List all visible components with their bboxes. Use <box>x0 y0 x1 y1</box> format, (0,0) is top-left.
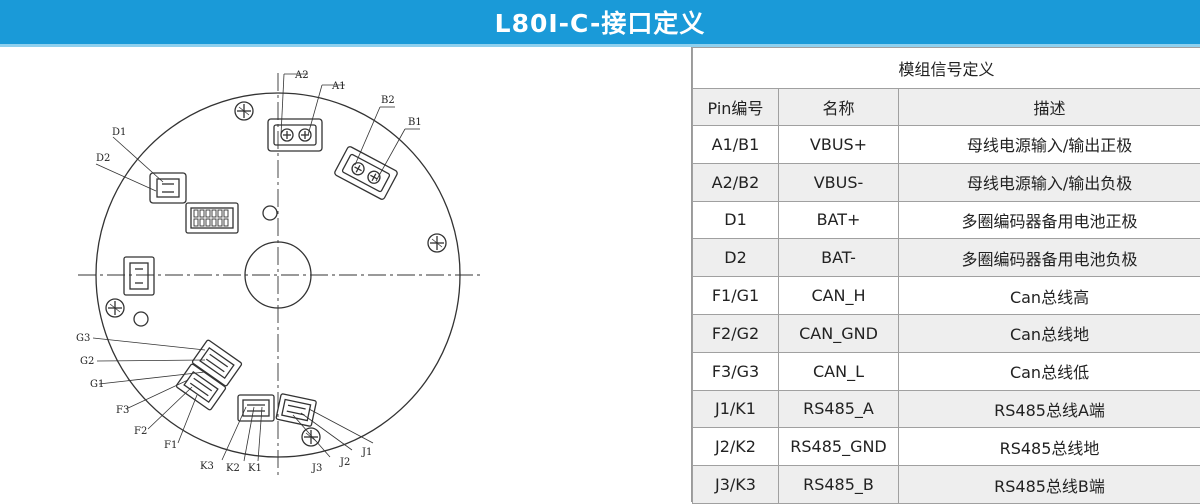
table-row: J2/K2 RS485_GND RS485总线地 <box>693 428 1200 466</box>
small-hole <box>263 206 277 220</box>
page-title: L80I-C-接口定义 <box>495 4 706 40</box>
label-d1: D1 <box>112 127 126 138</box>
signal-name-cell: VBUS- <box>779 163 899 201</box>
connector-diagram-panel: A2 A1 B2 B1 D1 D2 G3 G2 G1 F3 F2 F1 K3 K… <box>0 47 692 502</box>
signal-name-cell: RS485_B <box>779 466 899 504</box>
title-banner: L80I-C-接口定义 <box>0 0 1200 47</box>
pin-cell: A2/B2 <box>693 163 779 201</box>
screw-icon <box>302 428 320 446</box>
connector-k <box>238 395 274 421</box>
table-row: F1/G1 CAN_H Can总线高 <box>693 277 1200 315</box>
signal-name-cell: VBUS+ <box>779 126 899 164</box>
table-row: J1/K1 RS485_A RS485总线A端 <box>693 390 1200 428</box>
screw-icon <box>428 234 446 252</box>
pin-cell: F3/G3 <box>693 352 779 390</box>
pin-cell: A1/B1 <box>693 126 779 164</box>
connector-g <box>192 339 242 386</box>
small-hole <box>134 312 148 326</box>
column-header: 名称 <box>779 89 899 126</box>
label-f1: F1 <box>164 440 177 451</box>
connector-f <box>176 363 226 410</box>
side-connector <box>124 257 154 295</box>
description-cell: RS485总线地 <box>899 428 1200 466</box>
pin-cell: J3/K3 <box>693 466 779 504</box>
pin-cell: D1 <box>693 201 779 239</box>
description-cell: 多圈编码器备用电池负极 <box>899 239 1200 277</box>
label-j2: J2 <box>339 457 350 468</box>
column-header: 描述 <box>899 89 1200 126</box>
description-cell: Can总线地 <box>899 314 1200 352</box>
pin-cell: J1/K1 <box>693 390 779 428</box>
table-row: F2/G2 CAN_GND Can总线地 <box>693 314 1200 352</box>
label-d2: D2 <box>96 153 110 164</box>
label-f3: F3 <box>116 405 129 416</box>
table-row: D2 BAT- 多圈编码器备用电池负极 <box>693 239 1200 277</box>
signal-name-cell: BAT- <box>779 239 899 277</box>
description-cell: 母线电源输入/输出正极 <box>899 126 1200 164</box>
screw-icon <box>235 102 253 120</box>
encoder-header <box>186 203 238 233</box>
signal-definition-table: 模组信号定义 Pin编号 名称 描述 A1/B1 VBUS+ 母线电源输入/输出… <box>692 47 1200 504</box>
table-row: F3/G3 CAN_L Can总线低 <box>693 352 1200 390</box>
column-header: Pin编号 <box>693 89 779 126</box>
pin-cell: F2/G2 <box>693 314 779 352</box>
label-g2: G2 <box>80 356 94 367</box>
description-cell: 多圈编码器备用电池正极 <box>899 201 1200 239</box>
signal-name-cell: CAN_GND <box>779 314 899 352</box>
label-f2: F2 <box>134 426 147 437</box>
label-a2: A2 <box>294 70 309 81</box>
signal-name-cell: RS485_A <box>779 390 899 428</box>
label-g3: G3 <box>76 333 90 344</box>
signal-name-cell: RS485_GND <box>779 428 899 466</box>
description-cell: Can总线低 <box>899 352 1200 390</box>
label-k3: K3 <box>200 461 214 472</box>
table-title: 模组信号定义 <box>693 48 1200 89</box>
label-b1: B1 <box>408 117 422 128</box>
leader-lines <box>93 74 420 461</box>
pin-cell: J2/K2 <box>693 428 779 466</box>
description-cell: 母线电源输入/输出负极 <box>899 163 1200 201</box>
description-cell: RS485总线A端 <box>899 390 1200 428</box>
pin-cell: F1/G1 <box>693 277 779 315</box>
label-j1: J1 <box>361 447 372 458</box>
connector-a <box>268 119 322 151</box>
pin-cell: D2 <box>693 239 779 277</box>
label-b2: B2 <box>381 95 395 106</box>
connector-diagram: A2 A1 B2 B1 D1 D2 G3 G2 G1 F3 F2 F1 K3 K… <box>0 47 690 502</box>
signal-name-cell: BAT+ <box>779 201 899 239</box>
connector-b <box>334 146 398 201</box>
description-cell: RS485总线B端 <box>899 466 1200 504</box>
label-k1: K1 <box>248 463 262 474</box>
description-cell: Can总线高 <box>899 277 1200 315</box>
signal-name-cell: CAN_H <box>779 277 899 315</box>
table-row: A1/B1 VBUS+ 母线电源输入/输出正极 <box>693 126 1200 164</box>
table-row: D1 BAT+ 多圈编码器备用电池正极 <box>693 201 1200 239</box>
table-row: A2/B2 VBUS- 母线电源输入/输出负极 <box>693 163 1200 201</box>
signal-table-panel: 模组信号定义 Pin编号 名称 描述 A1/B1 VBUS+ 母线电源输入/输出… <box>692 47 1200 502</box>
label-g1: G1 <box>90 379 104 390</box>
screw-icon <box>106 299 124 317</box>
table-row: J3/K3 RS485_B RS485总线B端 <box>693 466 1200 504</box>
connector-d <box>150 173 186 203</box>
label-k2: K2 <box>226 463 240 474</box>
signal-name-cell: CAN_L <box>779 352 899 390</box>
label-a1: A1 <box>331 81 346 92</box>
label-j3: J3 <box>311 463 322 474</box>
